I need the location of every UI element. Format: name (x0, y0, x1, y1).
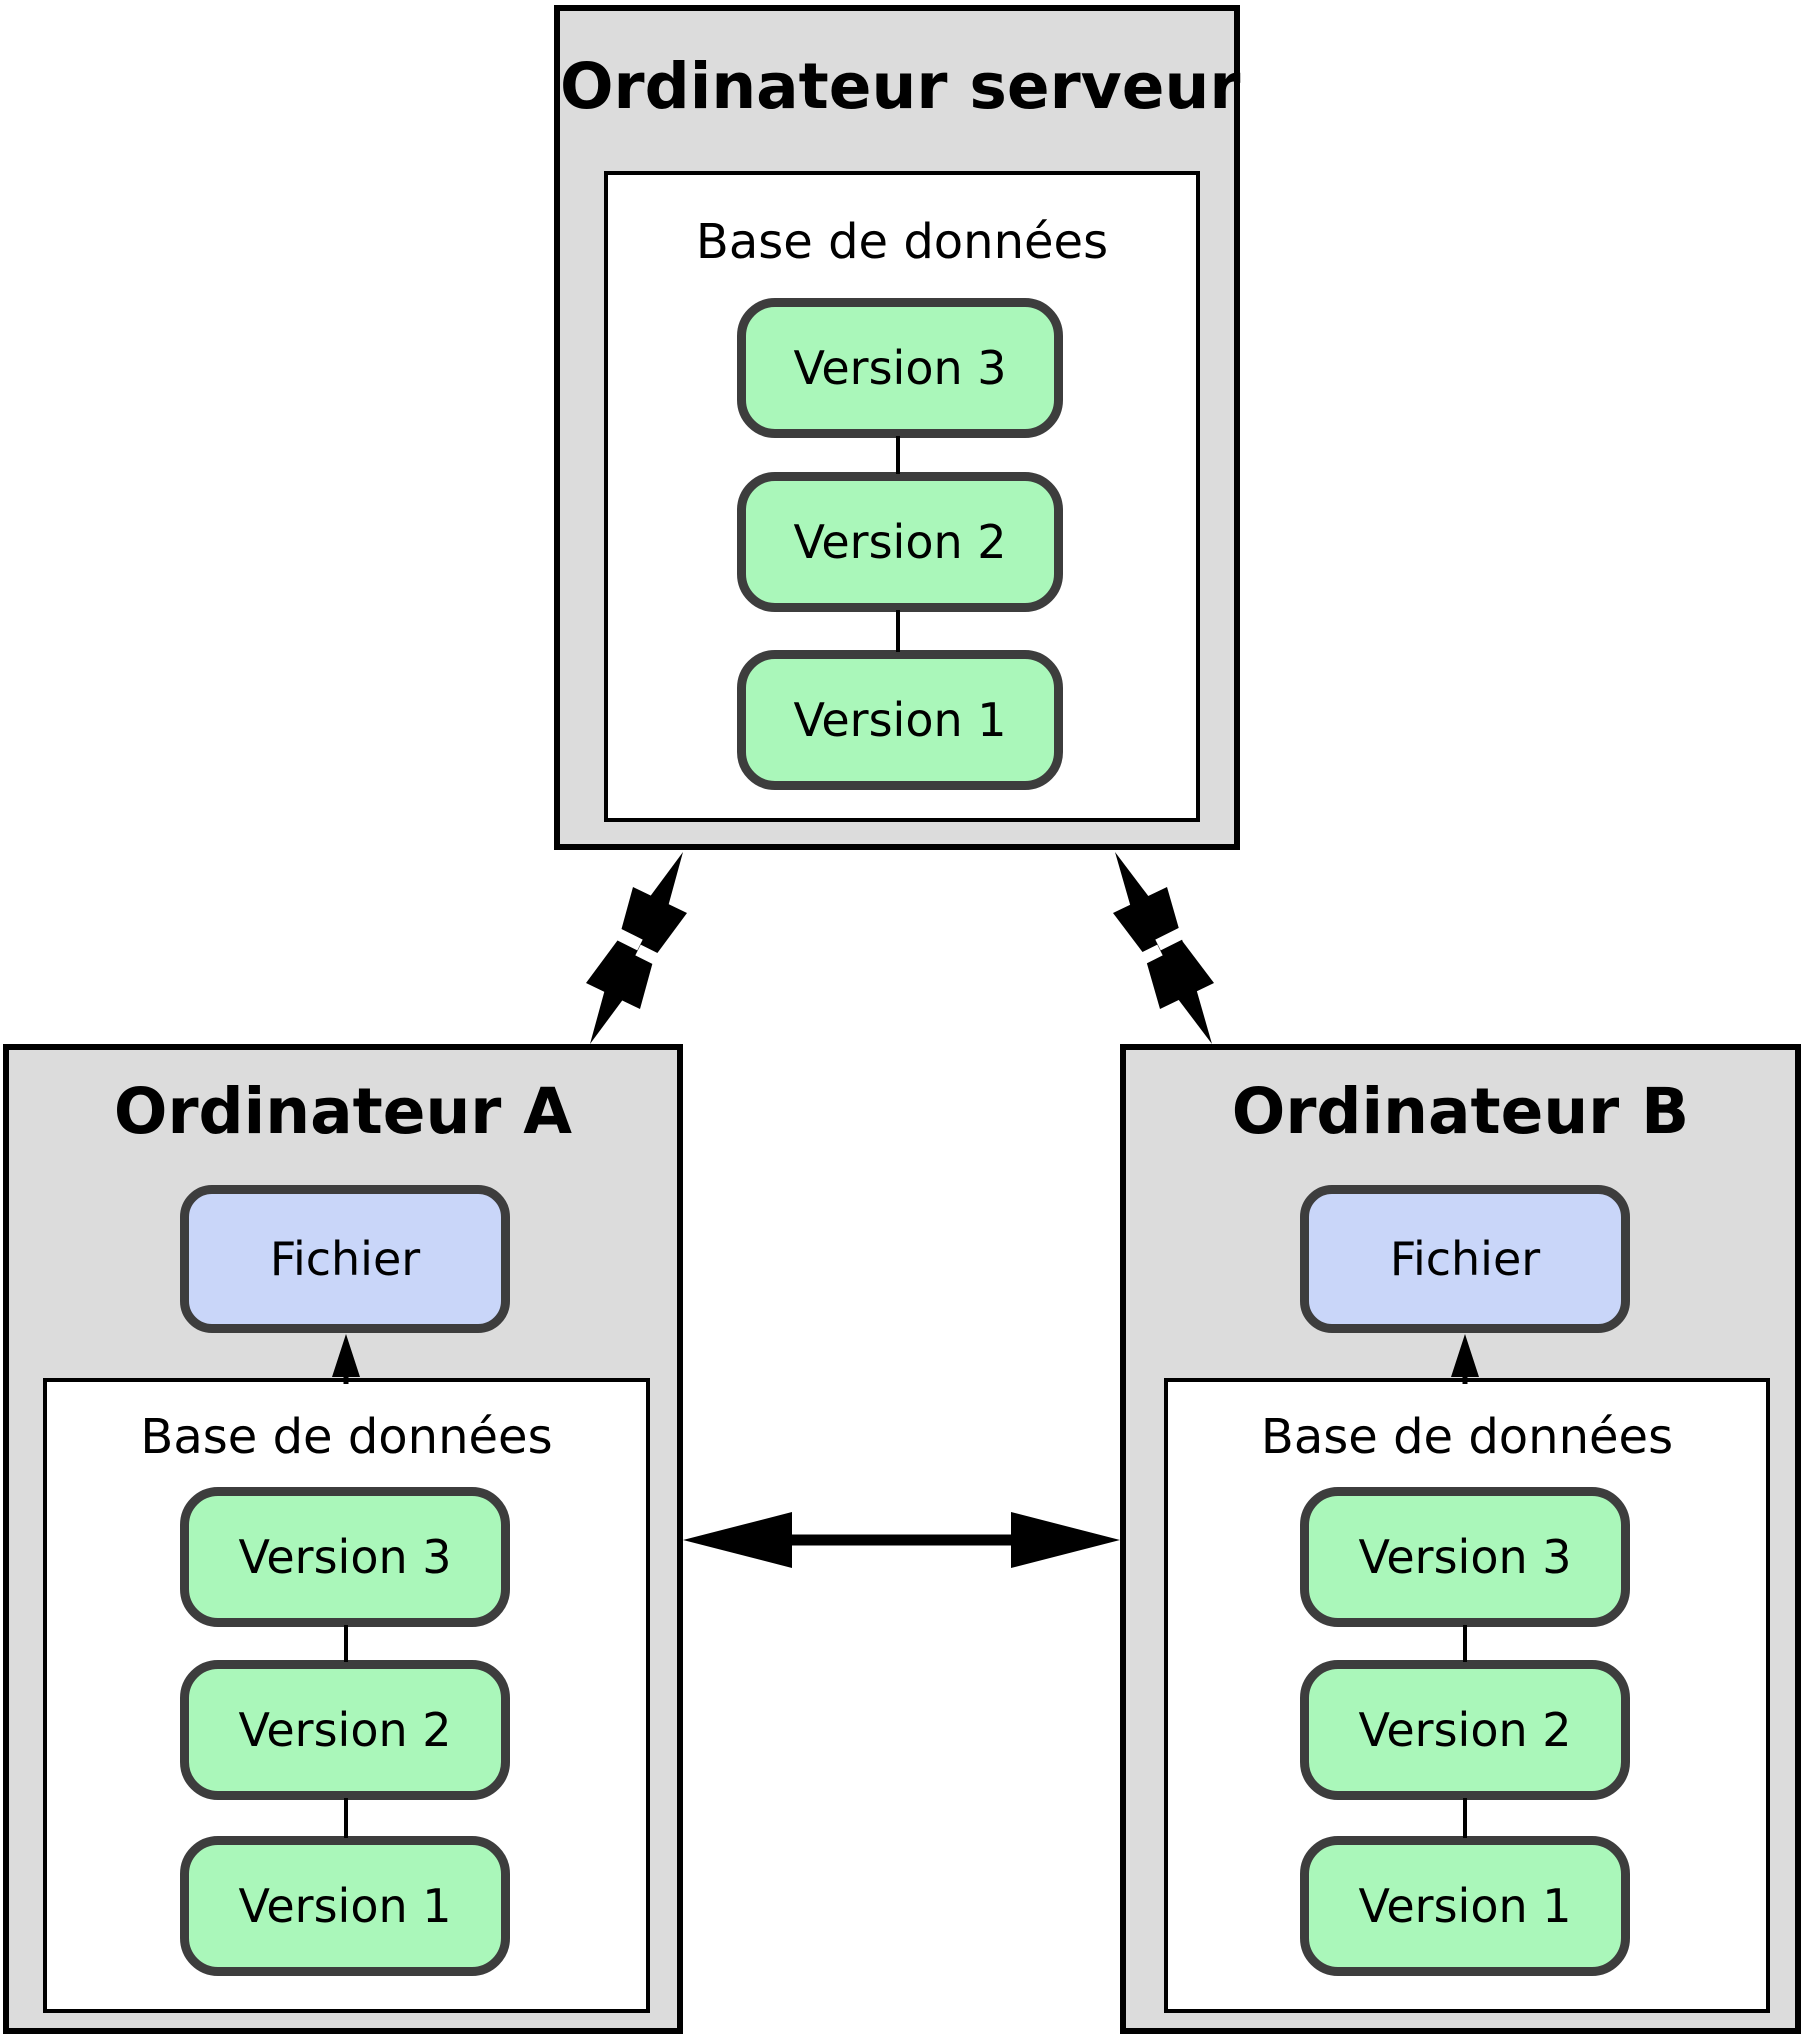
computer-b-file-node: Fichier (1300, 1185, 1630, 1333)
computer-b-box: Ordinateur B Fichier Base de données Ver… (1120, 1044, 1801, 2034)
computer-a-file-node: Fichier (180, 1185, 510, 1333)
computer-b-version-2-label: Version 2 (1358, 1703, 1572, 1757)
computer-b-version-1-label: Version 1 (1358, 1879, 1572, 1933)
computer-b-title: Ordinateur B (1231, 1075, 1690, 1148)
server-version-2-label: Version 2 (793, 515, 1007, 569)
computer-b-version-3-label: Version 3 (1358, 1530, 1572, 1584)
sync-arrow-server-b-icon (1113, 852, 1214, 1044)
computer-a-version-2-node: Version 2 (180, 1660, 510, 1800)
computer-b-version-1-node: Version 1 (1300, 1836, 1630, 1976)
computer-a-version-2-label: Version 2 (238, 1703, 452, 1757)
computer-a-version-3-node: Version 3 (180, 1487, 510, 1627)
server-version-1-node: Version 1 (737, 650, 1063, 790)
server-title: Ordinateur serveur (560, 50, 1241, 123)
server-computer-box: Ordinateur serveur Base de données Versi… (554, 5, 1240, 850)
server-version-1-label: Version 1 (793, 693, 1007, 747)
computer-a-version-3-label: Version 3 (238, 1530, 452, 1584)
computer-a-database-label: Base de données (140, 1409, 553, 1465)
computer-b-version-3-node: Version 3 (1300, 1487, 1630, 1627)
computer-b-database-box: Base de données Version 3 Version 2 Vers… (1164, 1378, 1770, 2013)
computer-a-file-label: Fichier (269, 1232, 421, 1286)
computer-a-box: Ordinateur A Fichier Base de données Ver… (3, 1044, 683, 2034)
server-version-2-node: Version 2 (737, 472, 1063, 612)
computer-a-version-1-label: Version 1 (238, 1879, 452, 1933)
server-database-box: Base de données Version 3 Version 2 Vers… (604, 171, 1200, 822)
sync-arrow-a-b-icon (683, 1512, 1120, 1568)
server-database-label: Base de données (695, 214, 1109, 270)
sync-arrow-server-a-icon (586, 852, 687, 1044)
server-version-3-label: Version 3 (793, 341, 1007, 395)
server-version-3-node: Version 3 (737, 298, 1063, 438)
computer-b-file-label: Fichier (1389, 1232, 1541, 1286)
computer-b-database-label: Base de données (1260, 1409, 1674, 1465)
computer-a-title: Ordinateur A (113, 1075, 573, 1148)
computer-a-version-1-node: Version 1 (180, 1836, 510, 1976)
computer-b-version-2-node: Version 2 (1300, 1660, 1630, 1800)
computer-a-database-box: Base de données Version 3 Version 2 Vers… (43, 1378, 650, 2013)
